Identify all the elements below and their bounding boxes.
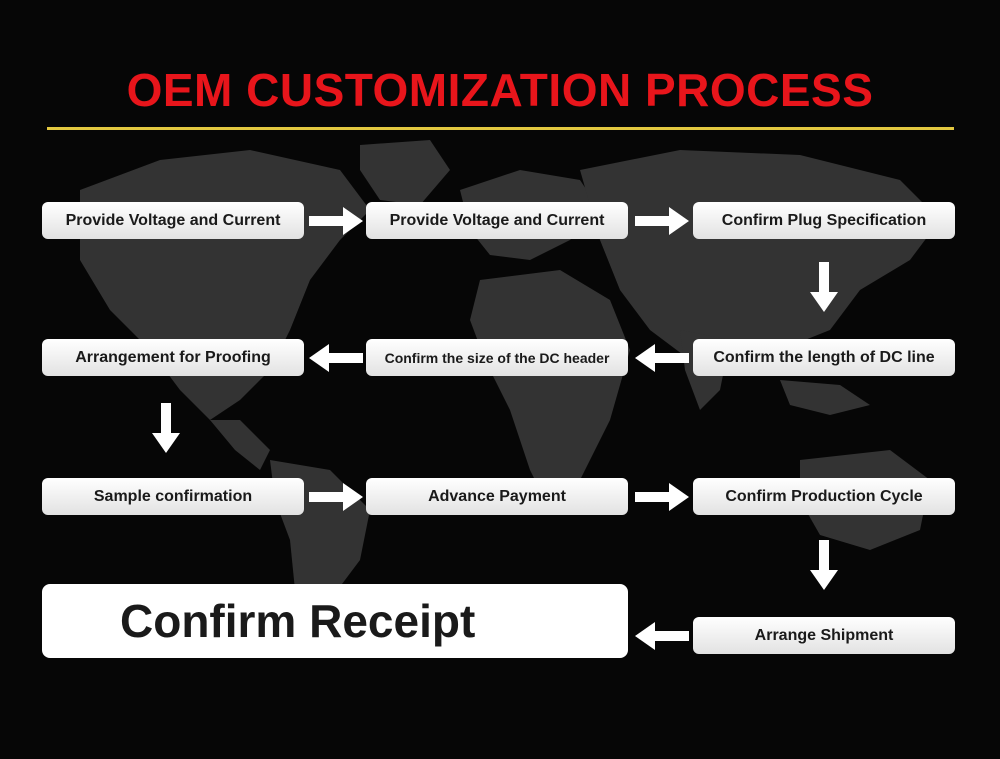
- arrow-left-icon: [309, 344, 363, 372]
- page-title: OEM CUSTOMIZATION PROCESS: [126, 64, 874, 116]
- arrow-down-icon: [152, 403, 180, 453]
- arrow-right-icon: [309, 207, 363, 235]
- step-arrange-shipment: Arrange Shipment: [693, 617, 955, 654]
- step-advance-payment: Advance Payment: [366, 478, 628, 515]
- step-confirm-plug-specification: Confirm Plug Specification: [693, 202, 955, 239]
- arrow-left-icon: [635, 622, 689, 650]
- arrow-down-icon: [810, 540, 838, 590]
- step-arrangement-for-proofing: Arrangement for Proofing: [42, 339, 304, 376]
- arrow-right-icon: [635, 483, 689, 511]
- step-confirm-length-dc-line: Confirm the length of DC line: [693, 339, 955, 376]
- title-underline: [47, 127, 954, 130]
- step-confirm-production-cycle: Confirm Production Cycle: [693, 478, 955, 515]
- step-confirm-size-dc-header: Confirm the size of the DC header: [366, 339, 628, 376]
- arrow-right-icon: [635, 207, 689, 235]
- arrow-down-icon: [810, 262, 838, 312]
- step-provide-voltage-current-1: Provide Voltage and Current: [42, 202, 304, 239]
- arrow-right-icon: [309, 483, 363, 511]
- step-provide-voltage-current-2: Provide Voltage and Current: [366, 202, 628, 239]
- step-confirm-receipt: Confirm Receipt: [42, 584, 628, 658]
- step-sample-confirmation: Sample confirmation: [42, 478, 304, 515]
- arrow-left-icon: [635, 344, 689, 372]
